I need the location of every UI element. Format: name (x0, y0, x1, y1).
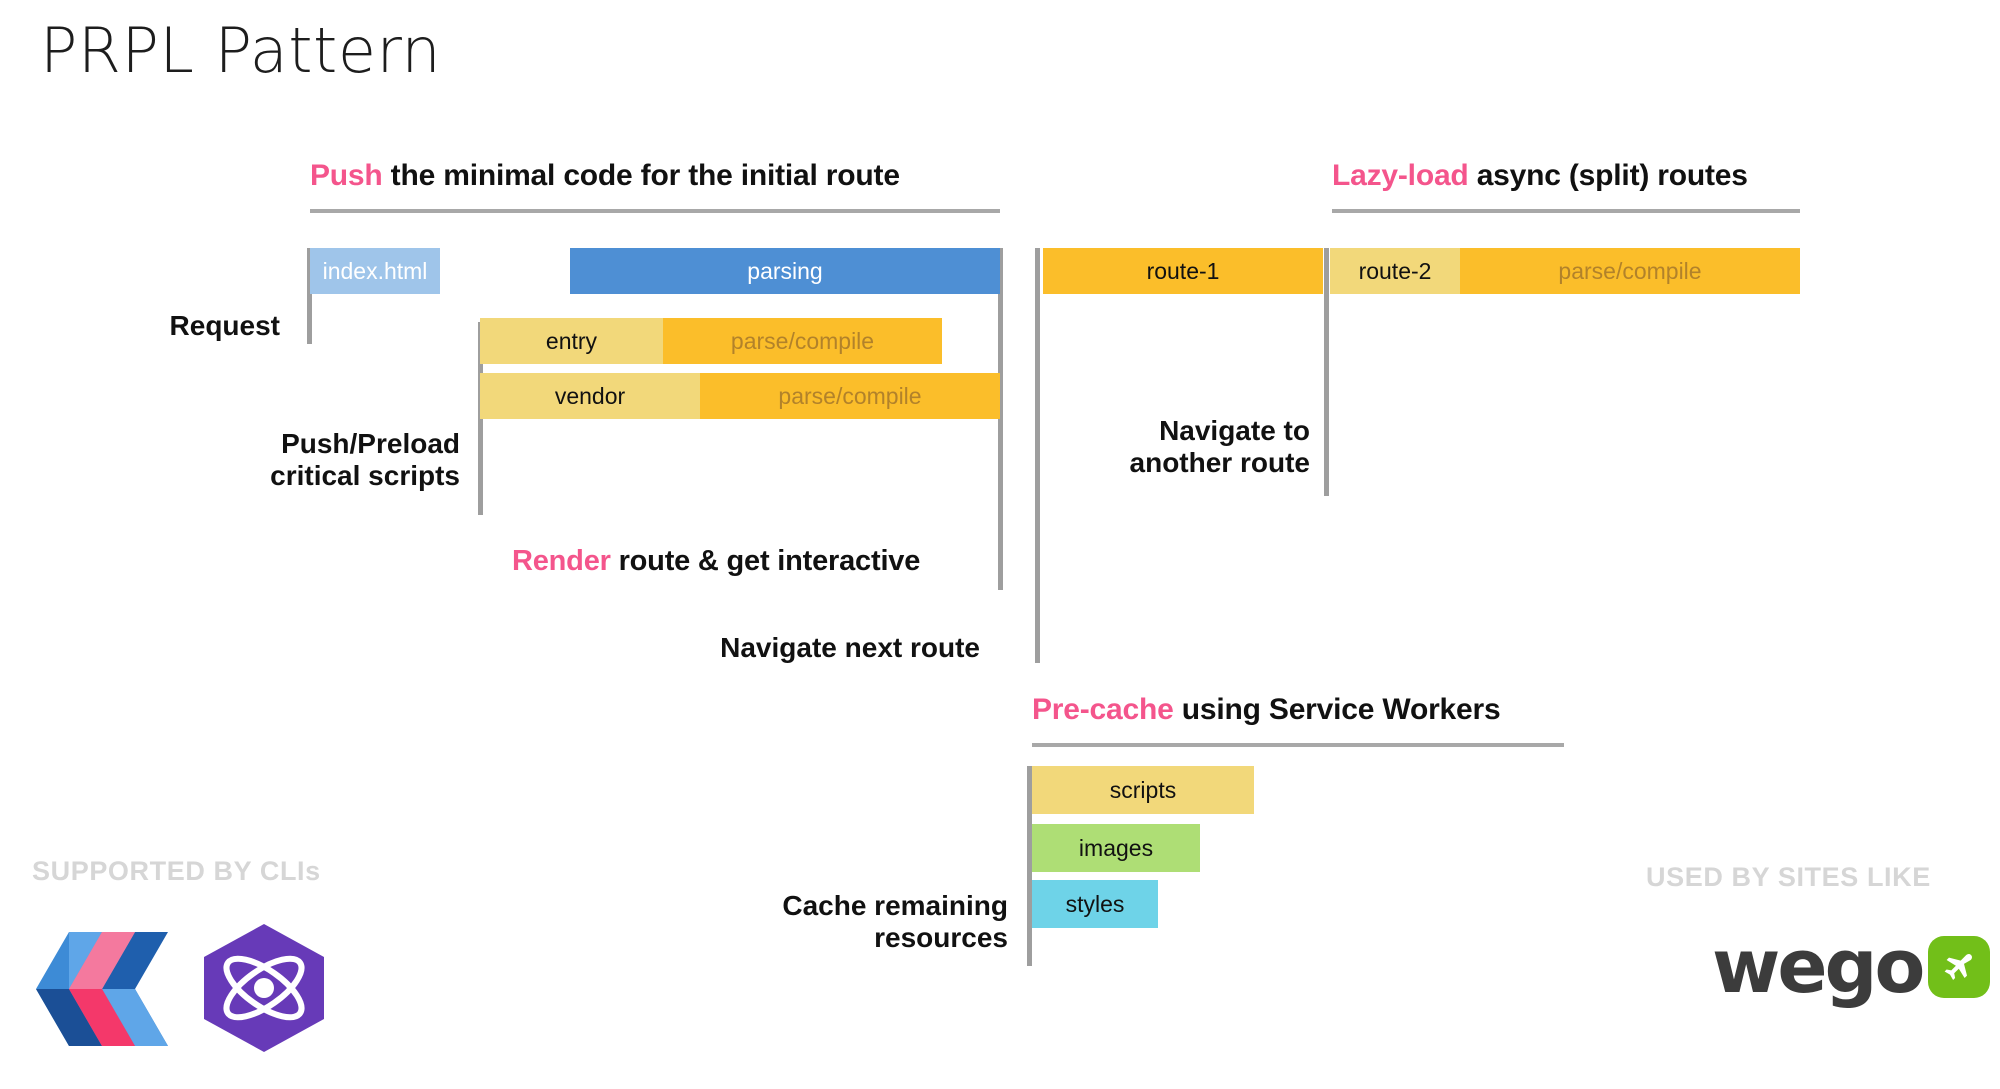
footer-caption-supported-by: SUPPORTED BY CLIs (32, 856, 321, 886)
label-navigate-another: Navigate to another route (1129, 415, 1310, 479)
label-cache-remaining: Cache remaining resources (782, 890, 1008, 954)
page-title: PRPL Pattern (40, 14, 442, 87)
rail-navigate-another (1324, 248, 1329, 496)
segment-entry-label: entry (480, 318, 663, 364)
segment-vendor-parse-compile: parse/compile (700, 373, 1000, 419)
wego-logo: wego (1712, 924, 1991, 1010)
section-heading-push-accent: Push (310, 159, 383, 192)
rail-navigate-next (1035, 248, 1040, 663)
bar-scripts[interactable]: scripts (1032, 766, 1254, 814)
label-navigate-next: Navigate next route (720, 632, 980, 663)
section-rule-push (310, 209, 1000, 213)
footer-caption-used-by: USED BY SITES LIKE (1646, 862, 1931, 892)
bar-route-1[interactable]: route-1 (1043, 248, 1323, 294)
rail-render (998, 248, 1003, 590)
section-rule-precache (1032, 743, 1564, 747)
wego-wordmark: wego (1712, 924, 1925, 1010)
section-heading-push-rest: the minimal code for the initial route (382, 159, 900, 192)
bar-styles[interactable]: styles (1032, 880, 1158, 928)
segment-vendor-label: vendor (480, 373, 700, 419)
segment-index-html: index.html (310, 248, 440, 294)
section-heading-render: Render route & get interactive (512, 545, 920, 578)
section-heading-lazy-accent: Lazy-load (1332, 159, 1469, 192)
section-heading-render-accent: Render (512, 545, 611, 577)
segment-parsing: parsing (570, 248, 1000, 294)
polymer-logo (36, 928, 168, 1050)
section-heading-precache-rest: using Service Workers (1173, 693, 1501, 726)
airplane-icon (1928, 936, 1991, 998)
segment-styles: styles (1032, 880, 1158, 928)
segment-route-2-parse-compile: parse/compile (1460, 248, 1800, 294)
rail-cache-remaining (1027, 766, 1032, 966)
preact-logo (198, 922, 330, 1054)
label-push-preload: Push/Preload critical scripts (270, 428, 460, 492)
rail-request (307, 248, 312, 344)
section-heading-lazy-rest: async (split) routes (1468, 159, 1748, 192)
segment-route-1: route-1 (1043, 248, 1323, 294)
bar-images[interactable]: images (1032, 824, 1200, 872)
section-heading-push: Push the minimal code for the initial ro… (310, 159, 900, 193)
section-heading-precache: Pre-cache using Service Workers (1032, 693, 1501, 727)
segment-entry-parse-compile: parse/compile (663, 318, 942, 364)
section-heading-precache-accent: Pre-cache (1032, 693, 1174, 726)
bar-vendor[interactable]: vendor parse/compile (480, 373, 1000, 419)
section-rule-lazy (1332, 209, 1800, 213)
segment-scripts: scripts (1032, 766, 1254, 814)
segment-route-2-label: route-2 (1330, 248, 1460, 294)
section-heading-lazy: Lazy-load async (split) routes (1332, 159, 1748, 193)
section-heading-render-rest: route & get interactive (610, 545, 921, 577)
bar-index-html[interactable]: index.html (310, 248, 440, 294)
segment-images: images (1032, 824, 1200, 872)
label-request: Request (169, 310, 280, 341)
bar-route-2[interactable]: route-2 parse/compile (1330, 248, 1800, 294)
bar-parsing[interactable]: parsing (570, 248, 1000, 294)
bar-entry[interactable]: entry parse/compile (480, 318, 942, 364)
